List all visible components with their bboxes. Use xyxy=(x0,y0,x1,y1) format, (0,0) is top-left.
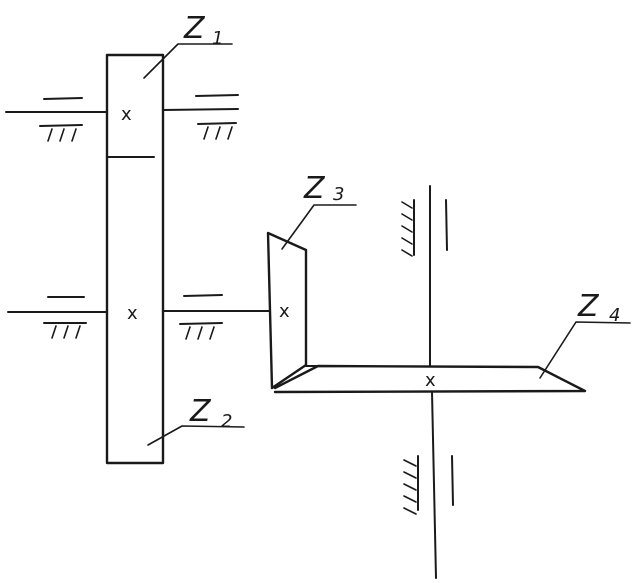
bearing-middle-right xyxy=(179,294,223,340)
label-z2: Z 2 xyxy=(189,394,232,432)
bearing-upper-left xyxy=(39,97,83,142)
bearing-middle-left xyxy=(43,296,87,339)
svg-text:3: 3 xyxy=(333,184,344,205)
shaft-vertical-bottom xyxy=(431,391,437,579)
svg-text:2: 2 xyxy=(221,411,232,432)
leader-z3 xyxy=(281,204,357,250)
svg-text:Z: Z xyxy=(577,289,600,324)
svg-text:1: 1 xyxy=(212,28,223,49)
svg-text:Z: Z xyxy=(189,394,212,429)
shaft-upper xyxy=(5,108,239,113)
leader-z1 xyxy=(143,43,233,79)
center-mark-z4: x xyxy=(425,370,436,391)
gear-z1-z2-body xyxy=(105,53,165,465)
center-mark-z1: x xyxy=(121,104,132,125)
center-mark-z3: x xyxy=(279,301,290,322)
leader-lines xyxy=(143,43,631,446)
svg-text:Z: Z xyxy=(183,11,206,46)
shaft-middle xyxy=(7,310,271,313)
leader-z2 xyxy=(147,425,245,446)
bearing-vertical-top xyxy=(401,199,448,257)
center-mark-z2: x xyxy=(127,303,138,324)
gear-z4 xyxy=(273,364,587,394)
bearing-vertical-bottom xyxy=(403,455,454,515)
svg-text:4: 4 xyxy=(609,305,620,326)
label-z3: Z 3 xyxy=(303,171,344,206)
leader-z4 xyxy=(539,321,631,379)
label-z1: Z 1 xyxy=(183,11,223,49)
label-z4: Z 4 xyxy=(577,289,620,326)
gear-z3 xyxy=(266,231,308,390)
shaft-upper-right xyxy=(162,108,239,111)
svg-text:Z: Z xyxy=(303,171,326,206)
shaft-vertical xyxy=(429,185,437,579)
bearing-upper-right xyxy=(195,94,239,140)
